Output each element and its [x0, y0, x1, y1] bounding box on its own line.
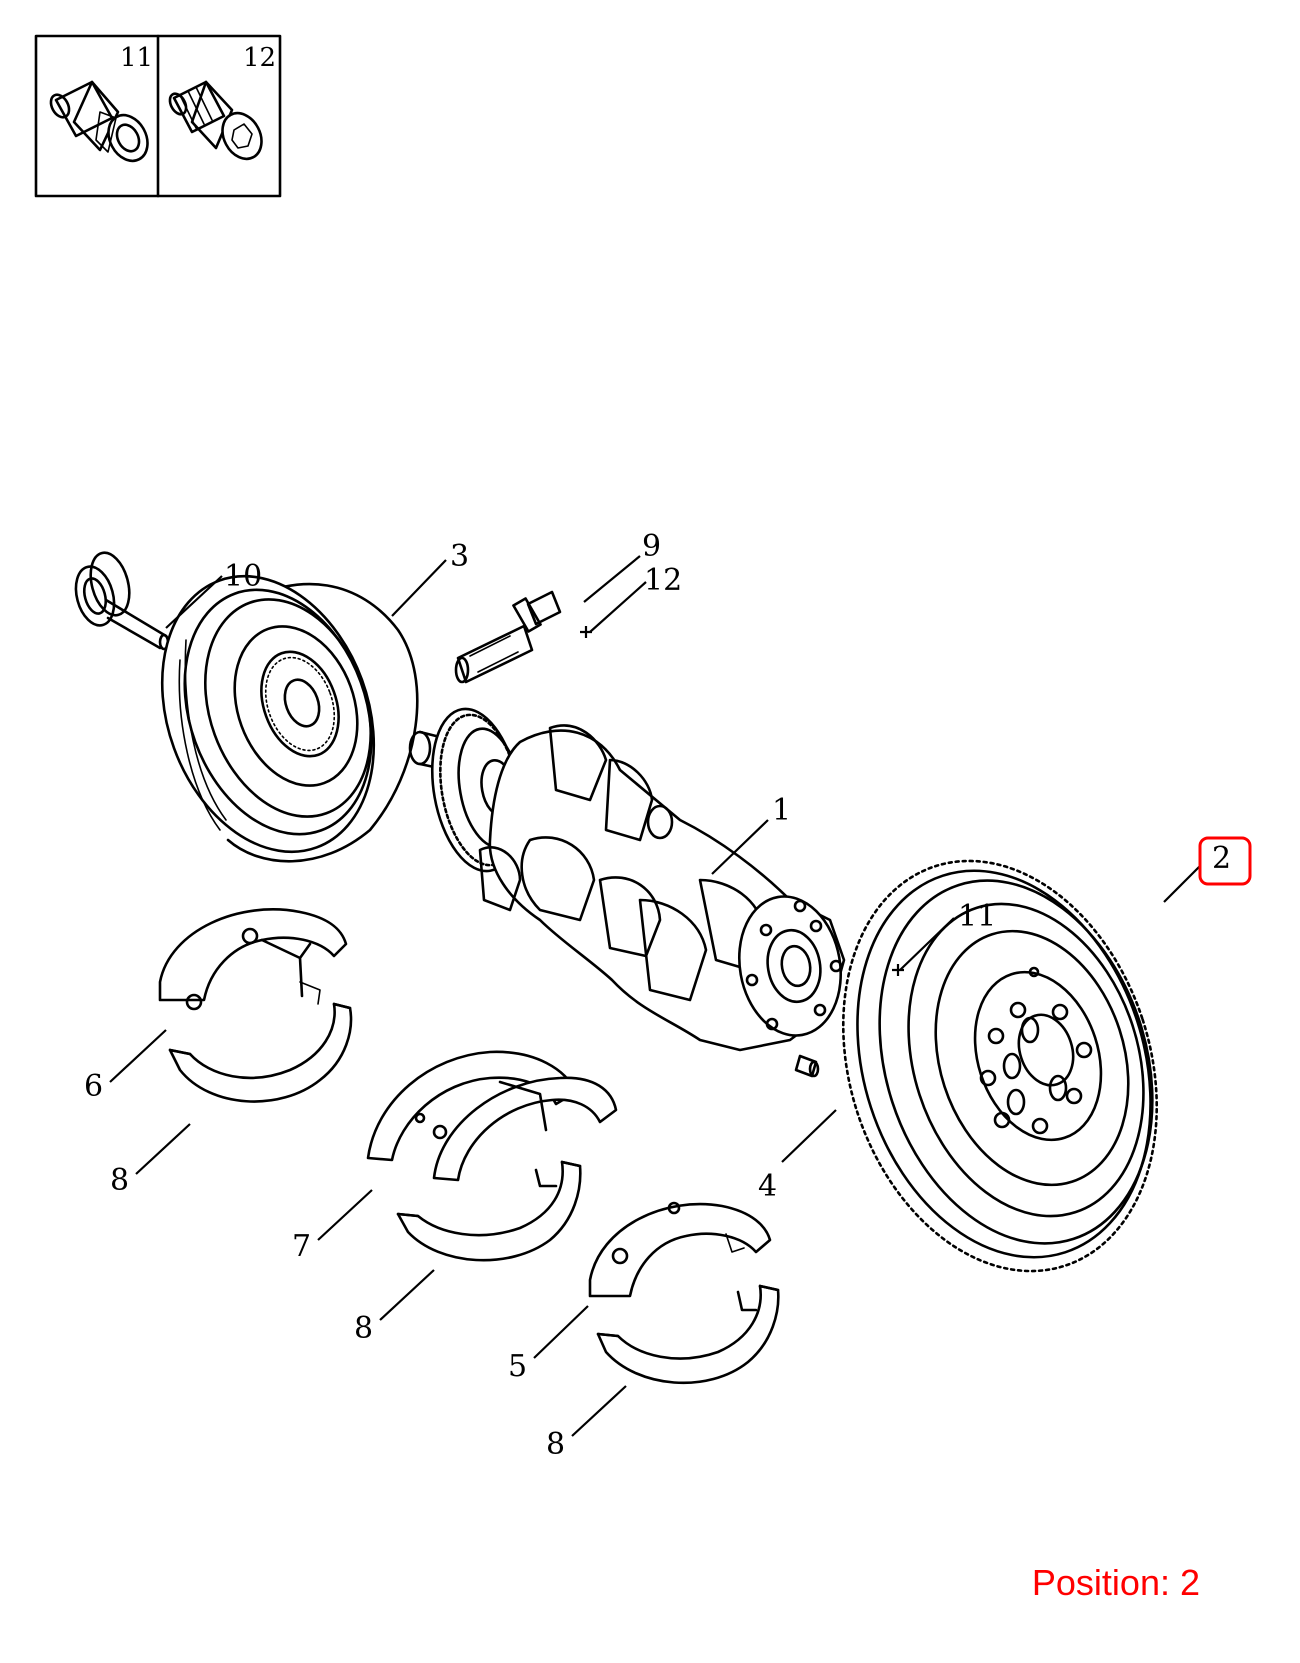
callout-7[interactable]: 7: [292, 1229, 311, 1264]
part-6-bearing: [158, 908, 348, 1011]
part-4-dowel-pin: [794, 1054, 820, 1078]
part-3-pulley: [160, 574, 419, 863]
callout-8-b[interactable]: 8: [354, 1311, 373, 1346]
bolt-12-icon: [168, 80, 263, 161]
inset-box: [34, 34, 282, 198]
part-8-bearing-a: [168, 1002, 353, 1103]
callout-1[interactable]: 1: [772, 793, 791, 828]
part-1-crankshaft: [408, 707, 846, 1052]
part-9-sensor: [454, 590, 562, 684]
callout-3[interactable]: 3: [450, 539, 469, 574]
callout-2-highlight: [1198, 836, 1252, 886]
bolt-11-icon: [49, 80, 149, 163]
callout-4[interactable]: 4: [758, 1169, 777, 1204]
part-2-flywheel: [841, 859, 1159, 1273]
part-5-bearing: [588, 1201, 772, 1298]
leader-lines: [109, 555, 1201, 1437]
part-10-center-bolt: [74, 551, 170, 651]
callout-2[interactable]: 2: [1212, 841, 1231, 876]
callout-12[interactable]: 12: [644, 563, 682, 598]
position-label: Position: 2: [1031, 1562, 1200, 1603]
callout-10[interactable]: 10: [224, 559, 262, 594]
part-8-bearing-b: [396, 1160, 582, 1262]
part-7-thrust-bearing: [366, 1050, 618, 1182]
part-8-bearing-c: [596, 1284, 780, 1385]
callout-5[interactable]: 5: [508, 1349, 527, 1384]
inset-label-11[interactable]: 11: [120, 43, 153, 73]
callout-6[interactable]: 6: [84, 1069, 103, 1104]
callout-11[interactable]: 11: [958, 899, 996, 934]
callout-8-a[interactable]: 8: [110, 1163, 129, 1198]
callout-8-c[interactable]: 8: [546, 1427, 565, 1462]
callout-9[interactable]: 9: [642, 529, 661, 564]
inset-label-12[interactable]: 12: [243, 43, 276, 73]
